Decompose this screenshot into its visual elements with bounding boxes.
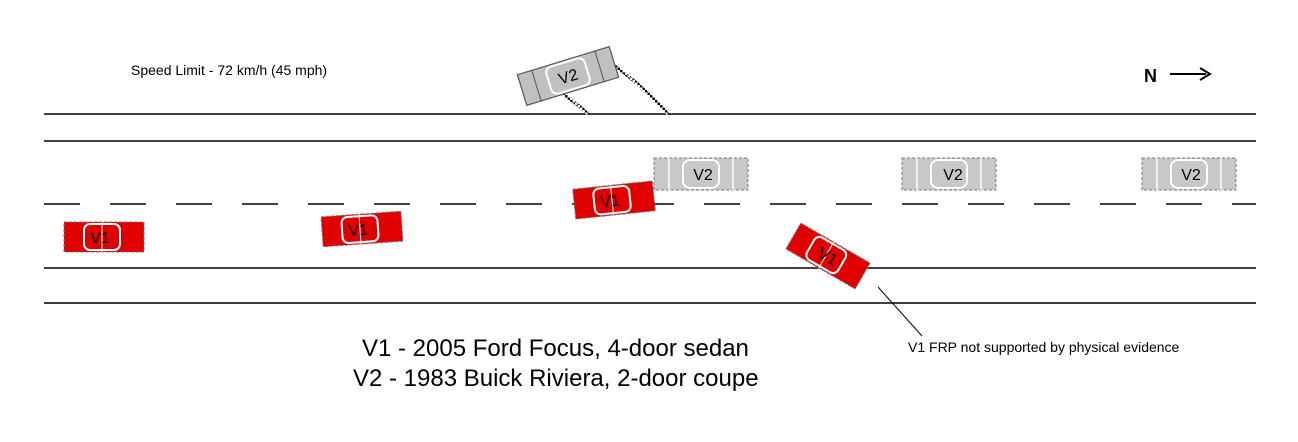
v2-label: V2 — [693, 167, 713, 184]
north-arrow-label: N — [1144, 66, 1157, 86]
v2-cabin — [545, 57, 591, 95]
v2-position-b: V2 — [901, 157, 997, 191]
tire-mark-right — [611, 62, 670, 115]
v2-position-c: V2 — [1141, 157, 1237, 191]
v1-label: V1 — [90, 230, 110, 247]
v2-position-a: V2 — [653, 157, 749, 191]
v1-position-a: V1 — [63, 221, 145, 253]
annotation-text: V1 FRP not supported by physical evidenc… — [908, 339, 1180, 355]
v2-label: V2 — [943, 167, 963, 184]
v2-cabin — [930, 159, 968, 189]
annotation-leader-line — [877, 286, 923, 337]
v2-label: V2 — [1181, 167, 1201, 184]
v1-final-rest: V1 — [785, 222, 871, 290]
speed-limit-text: Speed Limit - 72 km/h (45 mph) — [131, 62, 327, 78]
legend-v1: V1 - 2005 Ford Focus, 4-door sedan — [362, 335, 749, 362]
v2-cabin — [1170, 159, 1208, 189]
v1-position-c: V1 — [572, 180, 656, 220]
v1-label: V1 — [348, 222, 369, 240]
legend-v2: V2 - 1983 Buick Riviera, 2-door coupe — [353, 365, 759, 392]
v2-label: V2 — [557, 66, 581, 88]
v2-cabin — [682, 159, 720, 189]
v2-final-rest: V2 — [516, 45, 620, 107]
north-arrow-head-icon — [1199, 67, 1212, 81]
north-arrow: N — [1144, 66, 1212, 86]
v1-position-b: V1 — [320, 210, 404, 248]
v1-label: V1 — [600, 192, 621, 211]
